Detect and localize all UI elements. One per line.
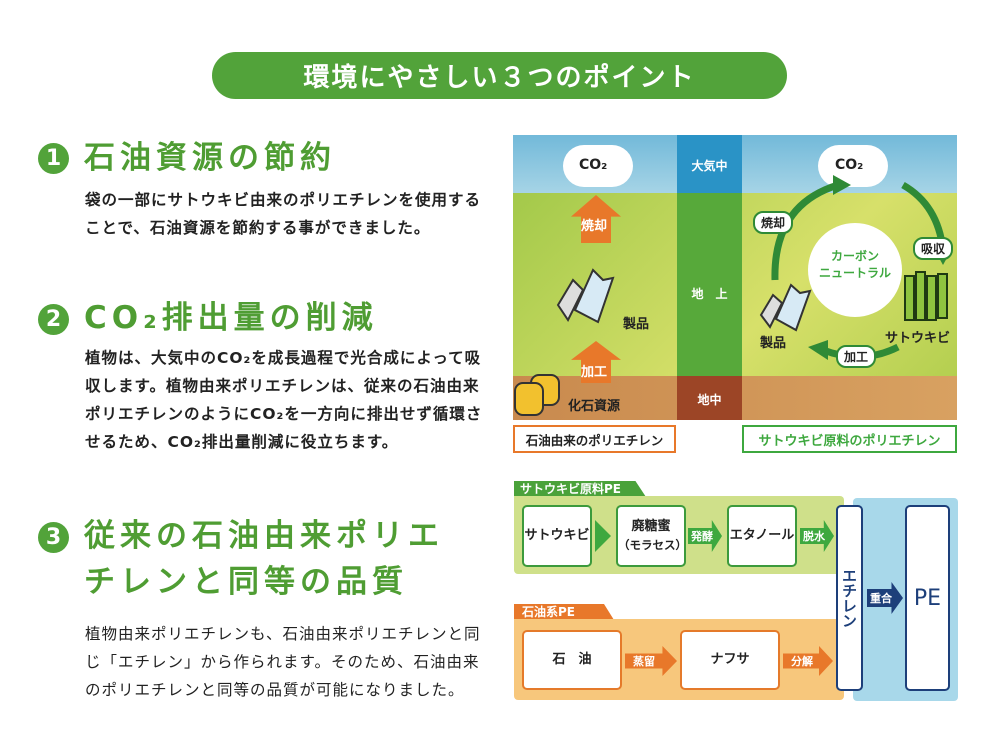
point-2-heading: CO₂排出量の削減 xyxy=(84,300,378,336)
oil-barrel-icon xyxy=(514,374,560,416)
right-product-label: 製品 xyxy=(760,336,787,351)
cloud-icon xyxy=(563,145,633,187)
left-co2-label: CO₂ xyxy=(579,157,608,173)
plastic-bag-icon xyxy=(556,268,615,324)
point-3-body: 植物由来ポリエチレンも、石油由来ポリエチレンと同じ「エチレン」から作られます。そ… xyxy=(85,625,481,699)
left-burn-label: 焼却 xyxy=(581,219,608,234)
point-2-badge: 2 xyxy=(38,304,69,335)
molasses-label: 廃糖蜜 xyxy=(631,519,671,534)
point-1-badge: 1 xyxy=(38,143,69,174)
step-oil: 石 油 xyxy=(522,630,622,690)
layer-ground-label: 地 上 xyxy=(691,287,728,301)
layer-sky-label: 大気中 xyxy=(691,159,728,173)
point-1-body: 袋の一部にサトウキビ由来のポリエチレンを使用することで、石油資源を節約する事がで… xyxy=(85,191,482,237)
cloud-icon xyxy=(818,145,888,187)
point-3-heading-line2: チレンと同等の品質 xyxy=(84,564,408,600)
left-process-label: 加工 xyxy=(581,365,608,380)
point-3-badge: 3 xyxy=(38,522,69,553)
step-naphtha: ナフサ xyxy=(680,630,780,690)
step-sugarcane: サトウキビ xyxy=(522,505,592,567)
right-burn-tag: 焼却 xyxy=(753,211,794,234)
carbon-neutral-circle xyxy=(808,223,902,317)
oil-pe-caption: 石油由来のポリエチレン xyxy=(513,425,676,453)
molasses-sub-label: （モラセス） xyxy=(618,538,687,552)
point-3-heading-line1: 従来の石油由来ポリエ xyxy=(84,518,444,554)
right-process-tag: 加工 xyxy=(836,345,877,368)
sugarcane-pe-caption: サトウキビ原料のポリエチレン xyxy=(742,425,957,453)
fossil-label: 化石資源 xyxy=(568,399,621,414)
page-title: 環境にやさしい３つのポイント xyxy=(212,52,787,99)
point-1-heading: 石油資源の節約 xyxy=(84,140,336,176)
cycle-diagram: 大気中 地 上 地中 CO₂ 焼却 製品 加工 化石資源 CO₂ カーボン ニュ… xyxy=(513,135,957,420)
step-molasses: 廃糖蜜 （モラセス） xyxy=(616,505,687,567)
right-co2-label: CO₂ xyxy=(835,157,864,173)
sugar-pe-tab: サトウキビ原料PE xyxy=(514,481,646,497)
point-2-body: 植物は、大気中のCO₂を成長過程で光合成によって吸収します。植物由来ポリエチレン… xyxy=(85,349,483,451)
step-ethanol: エタノール xyxy=(727,505,797,567)
ethylene-box: エチレン xyxy=(836,505,863,691)
plastic-bag-icon xyxy=(759,283,812,332)
absorb-tag: 吸収 xyxy=(913,237,954,260)
left-product-label: 製品 xyxy=(623,317,650,332)
pe-box: PE xyxy=(905,505,950,691)
carbon-neutral-line1: カーボン xyxy=(830,249,879,263)
oil-pe-tab: 石油系PE xyxy=(514,604,614,620)
sugarcane-icon xyxy=(904,271,948,321)
layer-underground-label: 地中 xyxy=(697,393,722,407)
sugarcane-label: サトウキビ xyxy=(885,331,951,346)
carbon-neutral-line2: ニュートラル xyxy=(818,266,891,280)
